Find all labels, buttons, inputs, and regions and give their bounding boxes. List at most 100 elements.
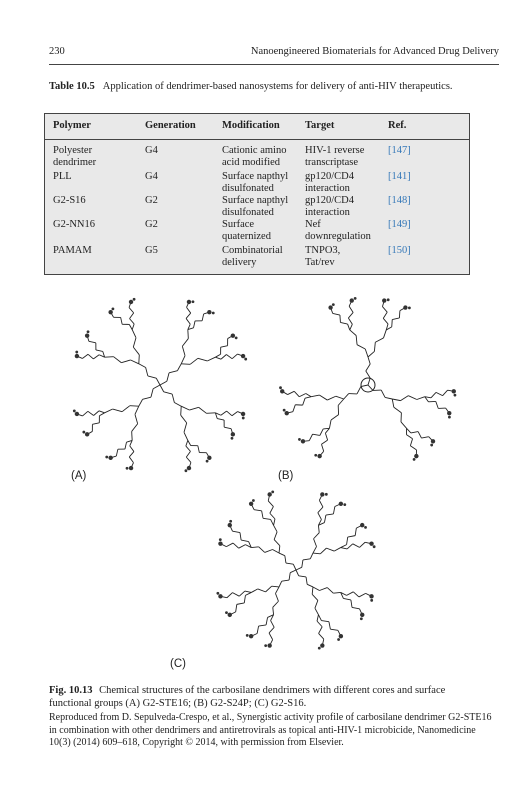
end-group xyxy=(230,436,234,440)
chain-bond xyxy=(301,559,304,568)
chain-bond xyxy=(302,398,306,406)
chain-bond xyxy=(138,399,143,407)
chain-bond xyxy=(102,351,106,358)
chain-bond xyxy=(220,345,228,348)
cell-ref[interactable]: [147] xyxy=(388,145,411,157)
chain-bond xyxy=(226,592,233,599)
end-group xyxy=(317,646,321,650)
chain-bond xyxy=(129,405,139,407)
chain-bond xyxy=(340,592,344,599)
chain-bond xyxy=(126,439,133,443)
chain-bond xyxy=(185,445,191,452)
end-group xyxy=(331,303,335,307)
cell-ref[interactable]: [141] xyxy=(388,171,411,183)
chain-bond xyxy=(132,337,137,348)
chain-bond xyxy=(318,633,325,640)
chain-bond xyxy=(333,547,341,552)
chain-bond xyxy=(320,547,327,555)
chain-bond xyxy=(201,313,205,321)
chain-bond xyxy=(128,324,133,330)
chain-bond xyxy=(335,395,344,400)
chain-bond xyxy=(346,543,354,550)
chain-bond xyxy=(340,321,348,325)
cell-line: Cationic amino xyxy=(222,145,287,156)
chain-bond xyxy=(267,500,274,507)
chain-bond xyxy=(311,594,319,601)
chain-bond xyxy=(99,412,105,417)
chain-bond xyxy=(305,393,312,398)
chain-bond xyxy=(410,445,417,451)
chain-bond xyxy=(248,541,252,548)
chain-bond xyxy=(131,431,133,441)
chain-bond xyxy=(180,414,188,424)
chain-bond xyxy=(323,427,330,430)
chain-bond xyxy=(245,592,252,596)
cell-line: Surface napthyl xyxy=(222,171,289,182)
chain-bond xyxy=(299,393,307,398)
cell-generation: G2 xyxy=(145,195,158,207)
chain-bond xyxy=(365,363,371,372)
chain-bond xyxy=(312,433,320,436)
end-group xyxy=(184,469,188,473)
cell-line: acid modified xyxy=(222,156,281,168)
chain-bond xyxy=(364,348,369,358)
cell-line: Tat/rev xyxy=(305,256,335,268)
chain-bond xyxy=(124,442,127,450)
chain-bond xyxy=(245,544,252,548)
col-header-target: Target xyxy=(305,120,335,131)
end-group xyxy=(108,455,113,461)
end-group xyxy=(369,541,374,546)
chain-bond xyxy=(189,357,199,365)
cell-ref[interactable]: [148] xyxy=(388,195,411,207)
end-group xyxy=(267,643,272,648)
chain-bond xyxy=(226,354,233,360)
chain-bond xyxy=(183,432,189,441)
chain-bond xyxy=(268,632,274,640)
col-header-modification: Modification xyxy=(222,120,280,131)
chain-bond xyxy=(312,586,320,591)
chain-bond xyxy=(128,307,135,314)
chain-bond xyxy=(206,412,216,414)
chain-bond xyxy=(267,614,274,618)
chain-bond xyxy=(304,396,312,399)
panel-label-c: (C) xyxy=(170,658,186,670)
cell-ref[interactable]: [150] xyxy=(388,245,411,257)
chain-bond xyxy=(350,599,353,608)
chain-bond xyxy=(251,546,259,549)
chain-bond xyxy=(392,317,400,320)
chain-bond xyxy=(152,384,161,390)
cell-line: [149] xyxy=(388,219,411,230)
chain-bond xyxy=(346,591,354,596)
chain-bond xyxy=(231,411,238,417)
cell-line: [148] xyxy=(388,195,411,206)
chain-bond xyxy=(236,602,245,605)
chain-bond xyxy=(347,535,356,538)
panel-label-b: (B) xyxy=(278,470,294,482)
cell-generation: G4 xyxy=(145,171,158,183)
cell-ref[interactable]: [149] xyxy=(388,219,411,231)
cell-polymer: PAMAM xyxy=(53,245,92,257)
chain-bond xyxy=(410,431,419,434)
chain-bond xyxy=(313,538,317,547)
chain-bond xyxy=(262,517,271,520)
chain-bond xyxy=(121,405,131,413)
end-group xyxy=(72,409,76,413)
figure-label: Fig. 10.13 xyxy=(49,685,93,696)
chain-bond xyxy=(330,628,338,631)
chain-bond xyxy=(400,395,409,402)
chain-bond xyxy=(380,389,386,398)
chain-bond xyxy=(131,329,137,338)
chain-bond xyxy=(295,566,302,571)
end-group xyxy=(386,298,390,302)
end-group xyxy=(84,333,90,338)
chain-bond xyxy=(391,398,395,408)
chain-bond xyxy=(349,324,353,331)
chain-bond xyxy=(187,329,189,339)
chain-bond xyxy=(197,445,200,453)
col-header-ref: Ref. xyxy=(388,120,407,131)
chain-bond xyxy=(256,625,260,634)
chain-bond xyxy=(232,542,240,549)
chain-bond xyxy=(214,412,218,419)
chain-bond xyxy=(340,547,348,550)
